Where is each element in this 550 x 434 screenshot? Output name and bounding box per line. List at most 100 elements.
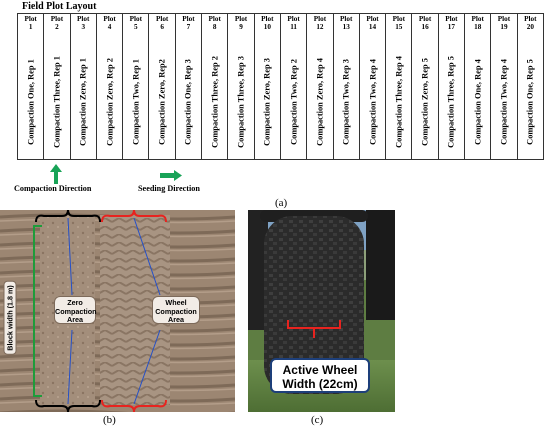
plot-number: 13 — [342, 23, 350, 31]
plot-number: 18 — [474, 23, 482, 31]
plot-header-word: Plot — [208, 15, 221, 23]
plot-header-word: Plot — [50, 15, 64, 23]
wheel-compaction-area-label: Wheel Compaction Area — [152, 296, 200, 324]
plot-treatment: Compaction Two, Rep 3 — [341, 59, 351, 145]
plot-number: 11 — [290, 23, 298, 31]
plot-treatment: Compaction Zero, Rep 1 — [78, 58, 88, 146]
plot-header-word: Plot — [261, 15, 274, 23]
plot-header-word: Plot — [471, 15, 484, 23]
plot-header-word: Plot — [24, 15, 37, 23]
panel-label-b: (b) — [103, 414, 116, 426]
plot-number: 8 — [212, 23, 217, 31]
plot-treatment: Compaction One, Rep 4 — [473, 59, 483, 145]
field-plot-layout-title: Field Plot Layout — [22, 1, 97, 12]
plot-treatment: Compaction Zero, Rep 3 — [262, 58, 272, 146]
plot-header-word: Plot — [366, 15, 379, 23]
plot-header-word: Plot — [129, 15, 143, 23]
plot-header-word: Plot — [155, 15, 169, 23]
plot-header-word: Plot — [497, 15, 511, 23]
plot-treatment: Compaction One, Rep 3 — [183, 59, 193, 145]
plot-number: 19 — [500, 23, 508, 31]
plot-treatment: Compaction Three, Rep 5 — [446, 56, 456, 148]
plot-header-word: Plot — [182, 15, 195, 23]
plot-number: 4 — [107, 23, 112, 31]
plot-number: 17 — [447, 23, 455, 31]
plot-header-word: Plot — [418, 15, 432, 23]
plot-treatment: Compaction Two, Rep 2 — [289, 59, 299, 145]
plot-number: 12 — [316, 23, 324, 31]
compaction-direction-arrow-icon — [50, 164, 62, 184]
block-width-label: Block width (1.8 m) — [3, 281, 17, 355]
plot-number: 15 — [395, 23, 403, 31]
plot-treatment: Compaction Zero, Rep 5 — [420, 58, 430, 146]
plot-header-word: Plot — [103, 15, 116, 23]
seeding-direction-label: Seeding Direction — [138, 184, 200, 193]
plot-number: 2 — [55, 23, 59, 31]
plot-header-word: Plot — [524, 15, 537, 23]
plot-number: 5 — [134, 23, 138, 31]
plot-treatment: Compaction Three, Rep 3 — [236, 56, 246, 148]
plot-treatment: Compaction Three, Rep 1 — [52, 56, 62, 148]
plot-number: 9 — [239, 23, 243, 31]
panel-label-c: (c) — [311, 414, 324, 426]
plot-header-word: Plot — [234, 15, 248, 23]
zero-compaction-area-label: Zero Compaction Area — [54, 296, 97, 324]
plot-treatment: Compaction Zero, Rep 4 — [315, 58, 325, 146]
plot-treatment: Compaction Three, Rep 4 — [394, 56, 404, 148]
plot-header-word: Plot — [392, 15, 405, 23]
plot-treatment: Compaction Two, Rep 4 — [368, 59, 377, 145]
plot-number: 16 — [421, 23, 429, 31]
seeding-direction-arrow-icon — [160, 170, 182, 181]
plot-treatment: Compaction Two, Rep 1 — [131, 59, 141, 145]
plot-header-word: Plot — [445, 15, 458, 23]
plot-treatment: Compaction Zero, Rep2 — [157, 59, 167, 145]
plot-number: 3 — [81, 23, 86, 31]
plot-treatment: Compaction Three, Rep 2 — [210, 56, 220, 148]
plot-treatment: Compaction One, Rep 5 — [525, 59, 535, 145]
plot-number: 1 — [28, 23, 33, 31]
plot-treatment: Compaction Two, Rep 4 — [499, 59, 509, 145]
plot-treatment: Compaction One, Rep 1 — [26, 59, 36, 145]
plot-number: 20 — [526, 23, 534, 31]
compaction-direction-label: Compaction Direction — [14, 184, 92, 193]
plot-header-word: Plot — [313, 15, 327, 23]
plot-treatment: Compaction Zero, Rep 2 — [105, 58, 115, 146]
